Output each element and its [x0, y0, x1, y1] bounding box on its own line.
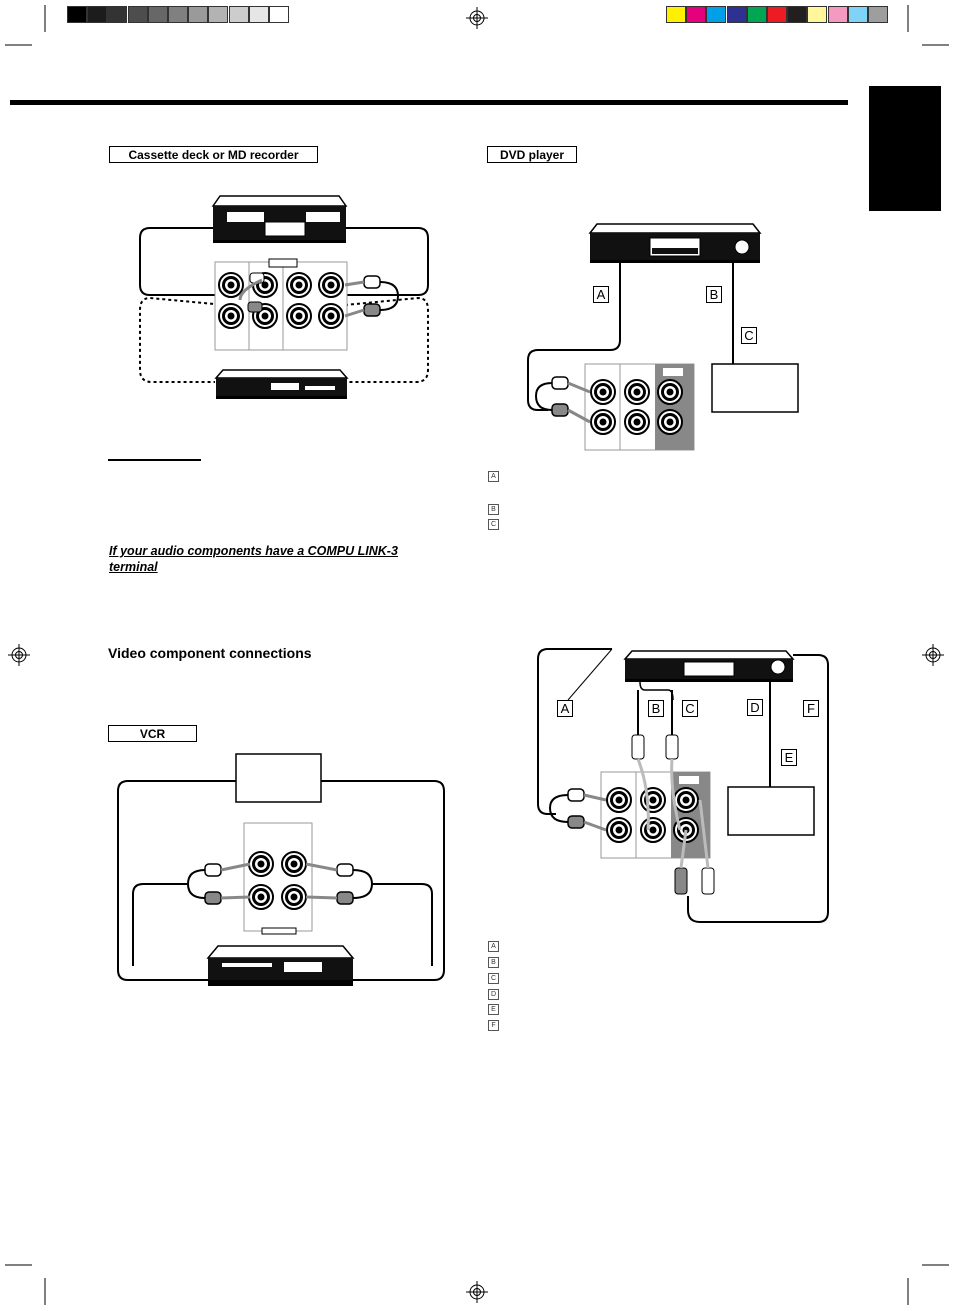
callout-c: C — [682, 700, 698, 717]
color-swatch — [868, 6, 888, 23]
color-swatch — [147, 6, 168, 23]
cassette-label: Cassette deck or MD recorder — [109, 146, 318, 163]
video-connections-heading: Video component connections — [108, 645, 312, 661]
color-swatch — [827, 6, 848, 23]
key-a: A — [488, 471, 499, 482]
key-f: F — [488, 1020, 499, 1031]
color-swatch — [87, 6, 108, 23]
registration-mark-icon — [465, 1280, 489, 1304]
dvd-top-diagram — [527, 223, 799, 451]
color-swatch — [706, 6, 727, 23]
dvd-bottom-diagram — [537, 648, 829, 923]
cassette-diagram — [139, 195, 429, 399]
registration-mark-icon — [465, 6, 489, 30]
key-c: C — [488, 519, 499, 530]
color-swatch — [107, 6, 128, 23]
header-rule — [10, 100, 848, 105]
color-swatch — [188, 6, 209, 23]
key-a: A — [488, 941, 499, 952]
color-swatch — [666, 6, 686, 23]
callout-f: F — [803, 700, 819, 717]
key-c: C — [488, 973, 499, 984]
color-swatch — [807, 6, 828, 23]
callout-c: C — [741, 327, 757, 344]
note-rule — [108, 459, 201, 461]
callout-a: A — [557, 700, 573, 717]
color-swatch — [847, 6, 868, 23]
compu-link-heading: If your audio components have a COMPU LI… — [109, 544, 398, 574]
callout-b: B — [706, 286, 722, 303]
color-swatch — [686, 6, 707, 23]
color-swatch — [228, 6, 249, 23]
callout-d: D — [747, 699, 763, 716]
callout-a: A — [593, 286, 609, 303]
registration-mark-icon — [921, 643, 945, 667]
color-swatch — [127, 6, 148, 23]
key-b: B — [488, 957, 499, 968]
color-swatch — [746, 6, 767, 23]
crop-marks — [5, 5, 949, 1305]
callout-e: E — [781, 749, 797, 766]
registration-mark-icon — [7, 643, 31, 667]
color-swatch — [208, 6, 229, 23]
color-swatch — [168, 6, 188, 23]
vcr-label: VCR — [108, 725, 197, 742]
key-b: B — [488, 504, 499, 515]
language-tab — [869, 86, 941, 211]
key-e: E — [488, 1004, 499, 1015]
color-swatch — [269, 6, 289, 23]
vcr-diagram — [117, 753, 445, 986]
color-swatch — [248, 6, 269, 23]
dvd-label: DVD player — [487, 146, 577, 163]
color-swatch — [787, 6, 808, 23]
color-swatch — [726, 6, 747, 23]
callout-b: B — [648, 700, 664, 717]
color-swatch — [767, 6, 787, 23]
color-swatch — [67, 6, 87, 23]
key-d: D — [488, 989, 499, 1000]
